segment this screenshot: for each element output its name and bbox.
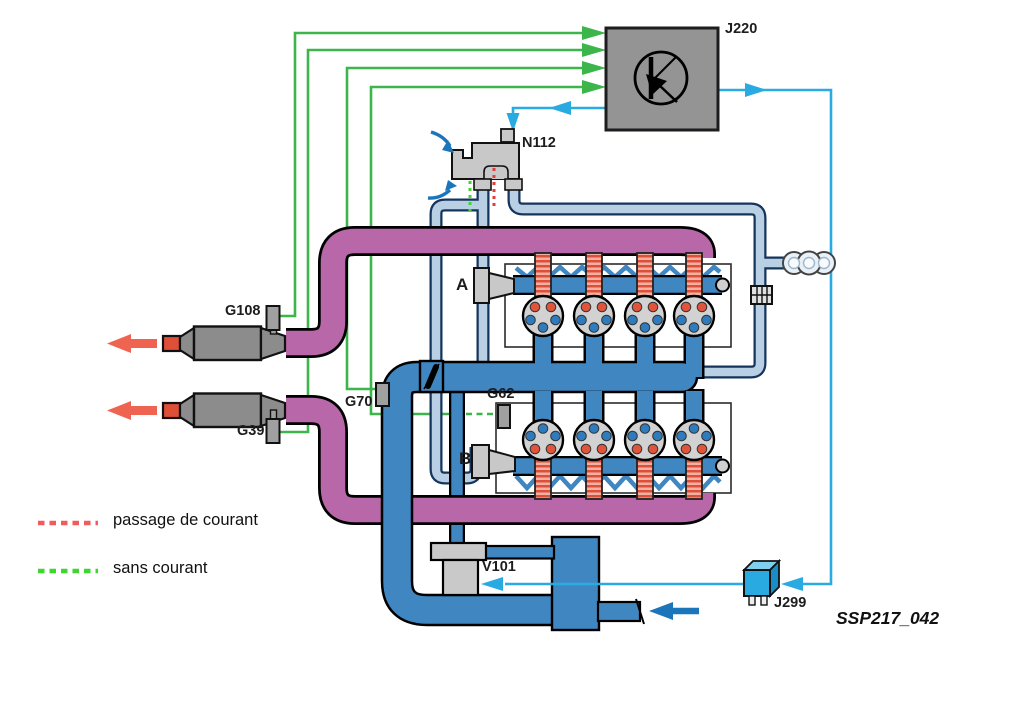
cylinders-bank-a	[521, 294, 716, 338]
label-g108: G108	[225, 303, 261, 319]
label-bank-a: A	[456, 275, 469, 294]
rail-b-end-cap	[715, 458, 730, 474]
exhaust-manifolds	[286, 226, 716, 525]
exhaust-manifold-bank-b	[286, 397, 714, 523]
air-injector-a	[473, 267, 515, 304]
air-mass-meter-g70	[375, 382, 390, 407]
lambda-sensor-g39	[265, 409, 281, 444]
wire-relay-to-pump	[481, 577, 744, 591]
green-arrowheads	[582, 26, 606, 94]
check-valve	[750, 285, 773, 305]
ecu-j220	[604, 26, 720, 132]
exhaust-flow-arrow	[107, 334, 157, 353]
air-injector-b	[471, 444, 516, 479]
catalytic-converter-2	[107, 392, 287, 429]
label-j299: J299	[774, 595, 807, 611]
exhaust-runners	[534, 252, 703, 500]
cylinders-bank-b	[521, 418, 716, 462]
throttle-valve	[418, 359, 445, 394]
legend-no-current: sans courant	[113, 559, 208, 577]
lambda-sensor-g108	[265, 305, 281, 335]
label-j220: J220	[725, 21, 758, 37]
legend-current-flow: passage de courant	[113, 511, 258, 529]
intake-air-arrow	[649, 602, 673, 620]
rail-a-end-cap	[715, 277, 730, 293]
legend-swatches	[38, 520, 98, 574]
figure-id: SSP217_042	[836, 608, 940, 628]
label-g39: G39	[237, 423, 265, 439]
catalytic-converter-1	[107, 325, 287, 362]
label-v101: V101	[482, 559, 516, 575]
exhaust-manifold-bank-a	[286, 228, 714, 356]
label-bank-b: B	[459, 449, 472, 468]
coolant-sensor-g62	[497, 404, 511, 429]
label-g70: G70	[345, 394, 373, 410]
n112-valve	[427, 128, 523, 214]
damper-bubbles	[782, 250, 836, 276]
wire-ecu-to-relay	[718, 88, 833, 586]
thyristor-icon	[646, 55, 678, 103]
label-g62: G62	[487, 386, 515, 402]
exhaust-flow-arrow	[107, 401, 157, 420]
label-n112: N112	[522, 135, 556, 151]
intake-duct-and-plenum	[383, 363, 696, 624]
hose-n112-right-loop	[509, 188, 765, 377]
intake-system	[380, 330, 705, 627]
relay-j299	[741, 558, 782, 606]
air-inlet	[596, 598, 699, 625]
wire-g108-to-ecu	[280, 31, 590, 318]
wire-g39-to-ecu	[280, 48, 590, 434]
cyan-arrowheads	[506, 83, 803, 591]
secondary-air-pump-v101	[429, 541, 556, 597]
